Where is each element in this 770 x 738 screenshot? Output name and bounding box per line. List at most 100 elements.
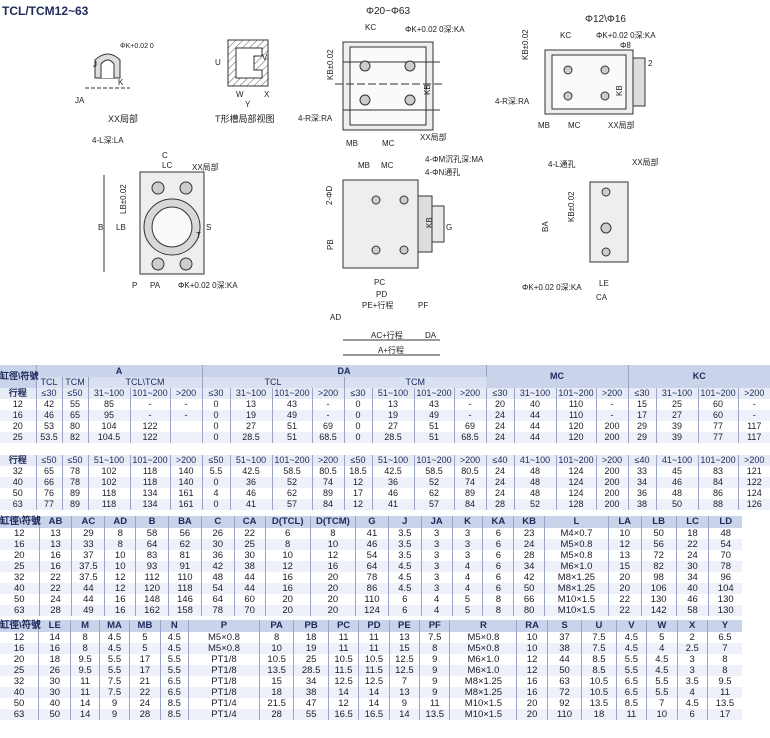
value-cell: 36 [372, 477, 415, 488]
side-view-drawing: MB MC 4-ΦM沉孔深:MA 4-ΦN通孔 2-ΦD PB KB G PC … [325, 155, 484, 356]
value-cell: 84 [454, 499, 487, 510]
value-cell: 64 [201, 594, 235, 605]
value-cell: 200 [596, 421, 629, 432]
table3-header-cell: BA [168, 516, 202, 528]
value-cell: 22 [39, 583, 73, 594]
value-cell: 48 [514, 466, 557, 477]
table2-stroke-cell: >200 [170, 455, 203, 466]
value-cell: 0 [344, 410, 373, 421]
value-cell: 41 [372, 499, 415, 510]
table2-stroke-cell: 101~200 [698, 455, 739, 466]
table4-header-cell: MB [129, 620, 161, 632]
table4-header-cell: PD [358, 620, 390, 632]
value-cell: 14 [38, 632, 72, 643]
value-cell: 4 [421, 594, 453, 605]
value-cell: 30 [676, 561, 710, 572]
value-cell: 21 [129, 676, 161, 687]
value-cell: 18 [38, 654, 72, 665]
table2-stroke-cell: 51~100 [372, 455, 415, 466]
value-cell: 6 [482, 561, 515, 572]
value-cell: 27 [372, 421, 415, 432]
value-cell: 16 [516, 687, 548, 698]
value-cell: 89 [62, 499, 89, 510]
value-cell: 8 [482, 605, 515, 616]
table2-stroke-cell: 101~200 [272, 455, 313, 466]
value-cell: 93 [135, 561, 169, 572]
value-cell: 46 [676, 594, 710, 605]
value-cell: 14 [70, 709, 100, 720]
value-cell: 44 [234, 583, 266, 594]
value-cell: 4 [452, 583, 484, 594]
value-cell: 9 [99, 709, 131, 720]
table3-header-cell: JA [421, 516, 453, 528]
value-cell: 13 [39, 539, 73, 550]
value-cell: - [596, 399, 629, 410]
value-cell: 6 [388, 594, 422, 605]
value-cell: M5×0.8 [449, 632, 518, 643]
table1-stroke-cell: ≤50 [62, 388, 89, 399]
side-dim-pd: PD [376, 290, 387, 299]
bottom-dim-xx: XX局部 [192, 162, 219, 172]
table1-stroke-cell: 31~100 [88, 388, 131, 399]
value-cell: 0 [344, 421, 373, 432]
value-cell: 11 [419, 698, 451, 709]
front-dim-mb: MB [346, 139, 358, 148]
value-cell: 25 [234, 539, 266, 550]
technical-drawings: J JA K ΦK+0.02 0 XX局部 U V W X Y T形槽局部视图 … [75, 6, 659, 356]
front-dim-kc: KC [365, 23, 376, 32]
value-cell: 118 [88, 499, 131, 510]
value-cell: 9 [419, 687, 451, 698]
table4-header-cell: RA [516, 620, 548, 632]
value-cell: 4.5 [677, 698, 708, 709]
value-cell: M10×1.5 [449, 698, 518, 709]
table3-header-cell: D(TCL) [265, 516, 311, 528]
value-cell: 24 [39, 594, 73, 605]
value-cell: 118 [130, 477, 171, 488]
value-cell: 76 [36, 488, 63, 499]
value-cell: 89 [312, 488, 345, 499]
value-cell: 3.5 [677, 676, 708, 687]
side-dim-d: 2-ΦD [325, 186, 334, 205]
value-cell: 162 [135, 605, 169, 616]
value-cell: 12 [344, 477, 373, 488]
value-cell: 80 [513, 605, 546, 616]
t-dim-w: W [236, 90, 244, 99]
value-cell: 52 [514, 499, 557, 510]
value-cell: 81 [168, 550, 202, 561]
value-cell: 117 [738, 432, 770, 443]
value-cell: 8 [419, 643, 451, 654]
value-cell: 28.5 [372, 432, 415, 443]
value-cell: 24 [486, 477, 515, 488]
value-cell: 44 [234, 572, 266, 583]
table2-stroke-cell: 101~200 [414, 455, 455, 466]
value-cell: 4.5 [99, 632, 131, 643]
value-cell: PT1/4 [188, 698, 260, 709]
value-cell: 55 [293, 709, 329, 720]
value-cell: 20 [310, 594, 357, 605]
value-cell: 4.5 [616, 643, 648, 654]
table4-header-cell: R [449, 620, 518, 632]
value-cell: M4×0.7 [544, 528, 609, 539]
value-cell: 82 [62, 432, 89, 443]
value-cell: 6.5 [160, 676, 190, 687]
value-cell: 3 [421, 572, 453, 583]
value-cell: 161 [170, 499, 203, 510]
value-cell: 60 [234, 594, 266, 605]
value-cell: - [596, 410, 629, 421]
value-cell: 12.5 [389, 665, 421, 676]
value-cell: 46 [372, 488, 415, 499]
value-cell: 8 [482, 594, 515, 605]
value-cell: 65 [62, 410, 89, 421]
value-cell: 88 [698, 499, 739, 510]
value-cell: 120 [556, 421, 597, 432]
side-dim-kb: KB [425, 217, 434, 228]
value-cell: 52 [272, 477, 313, 488]
value-cell: 13 [39, 528, 73, 539]
value-cell: 10 [608, 528, 642, 539]
value-cell: M5×0.8 [449, 643, 518, 654]
